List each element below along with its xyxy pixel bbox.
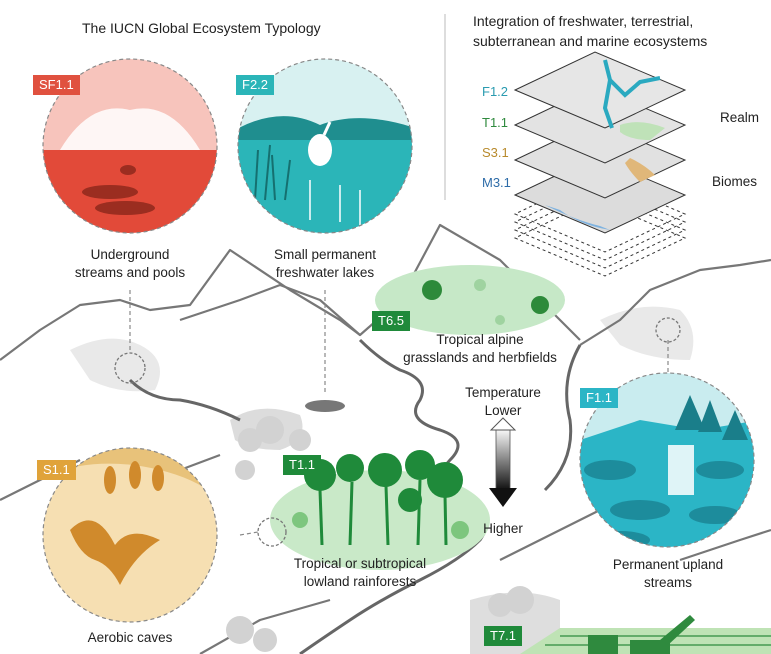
label-s1-1: Aerobic caves <box>87 630 173 645</box>
layer-label-terrestrial: T1.1 <box>482 115 509 130</box>
upland-streams-illustration <box>580 373 754 547</box>
integration-title-line2: subterranean and marine ecosystems <box>473 33 708 49</box>
location-markers <box>114 317 681 547</box>
figure-title: The IUCN Global Ecosystem Typology <box>82 20 321 36</box>
label-sf1-1-line2: streams and pools <box>74 265 186 280</box>
label-sf1-1-line1: Underground <box>90 247 170 262</box>
label-f1-1-line2: streams <box>643 575 692 590</box>
layer-label-marine: M3.1 <box>482 175 511 190</box>
realm-label: Realm <box>720 110 760 125</box>
label-f1-1-line1: Permanent upland <box>612 557 724 572</box>
temperature-higher-label: Higher <box>483 521 523 536</box>
layer-label-subterranean: S3.1 <box>482 145 509 160</box>
layer-label-freshwater: F1.2 <box>482 84 509 99</box>
integration-title-line1: Integration of freshwater, terrestrial, <box>473 13 694 29</box>
badge-t7-1: T7.1 <box>484 626 523 646</box>
badge-f1-1: F1.1 <box>580 388 619 408</box>
integration-layer-stack <box>513 51 687 277</box>
label-t6-5-line2: grasslands and herbfields <box>403 350 557 365</box>
badge-f2-2: F2.2 <box>236 75 275 95</box>
cropland-illustration <box>520 615 771 654</box>
label-t1-1-line2: lowland rainforests <box>303 574 417 589</box>
badge-s1-1: S1.1 <box>37 460 76 480</box>
grey-trees <box>226 416 534 652</box>
label-f2-2-line2: freshwater lakes <box>275 265 375 280</box>
temperature-arrow <box>489 417 517 507</box>
badge-sf1-1: SF1.1 <box>33 75 80 95</box>
badge-t6-5: T6.5 <box>372 311 411 331</box>
label-f2-2-line1: Small permanent <box>273 247 377 262</box>
biomes-label: Biomes <box>712 174 758 189</box>
rainforest-patch <box>270 450 490 570</box>
alpine-grassland-patch <box>375 265 565 335</box>
temperature-label: Temperature <box>465 385 541 400</box>
leader-lines <box>129 290 669 536</box>
temperature-lower-label: Lower <box>484 403 522 418</box>
label-t1-1-line1: Tropical or subtropical <box>293 556 427 571</box>
label-t6-5-line1: Tropical alpine <box>436 332 524 347</box>
badge-t1-1: T1.1 <box>283 455 322 475</box>
lake-marker <box>305 400 345 412</box>
